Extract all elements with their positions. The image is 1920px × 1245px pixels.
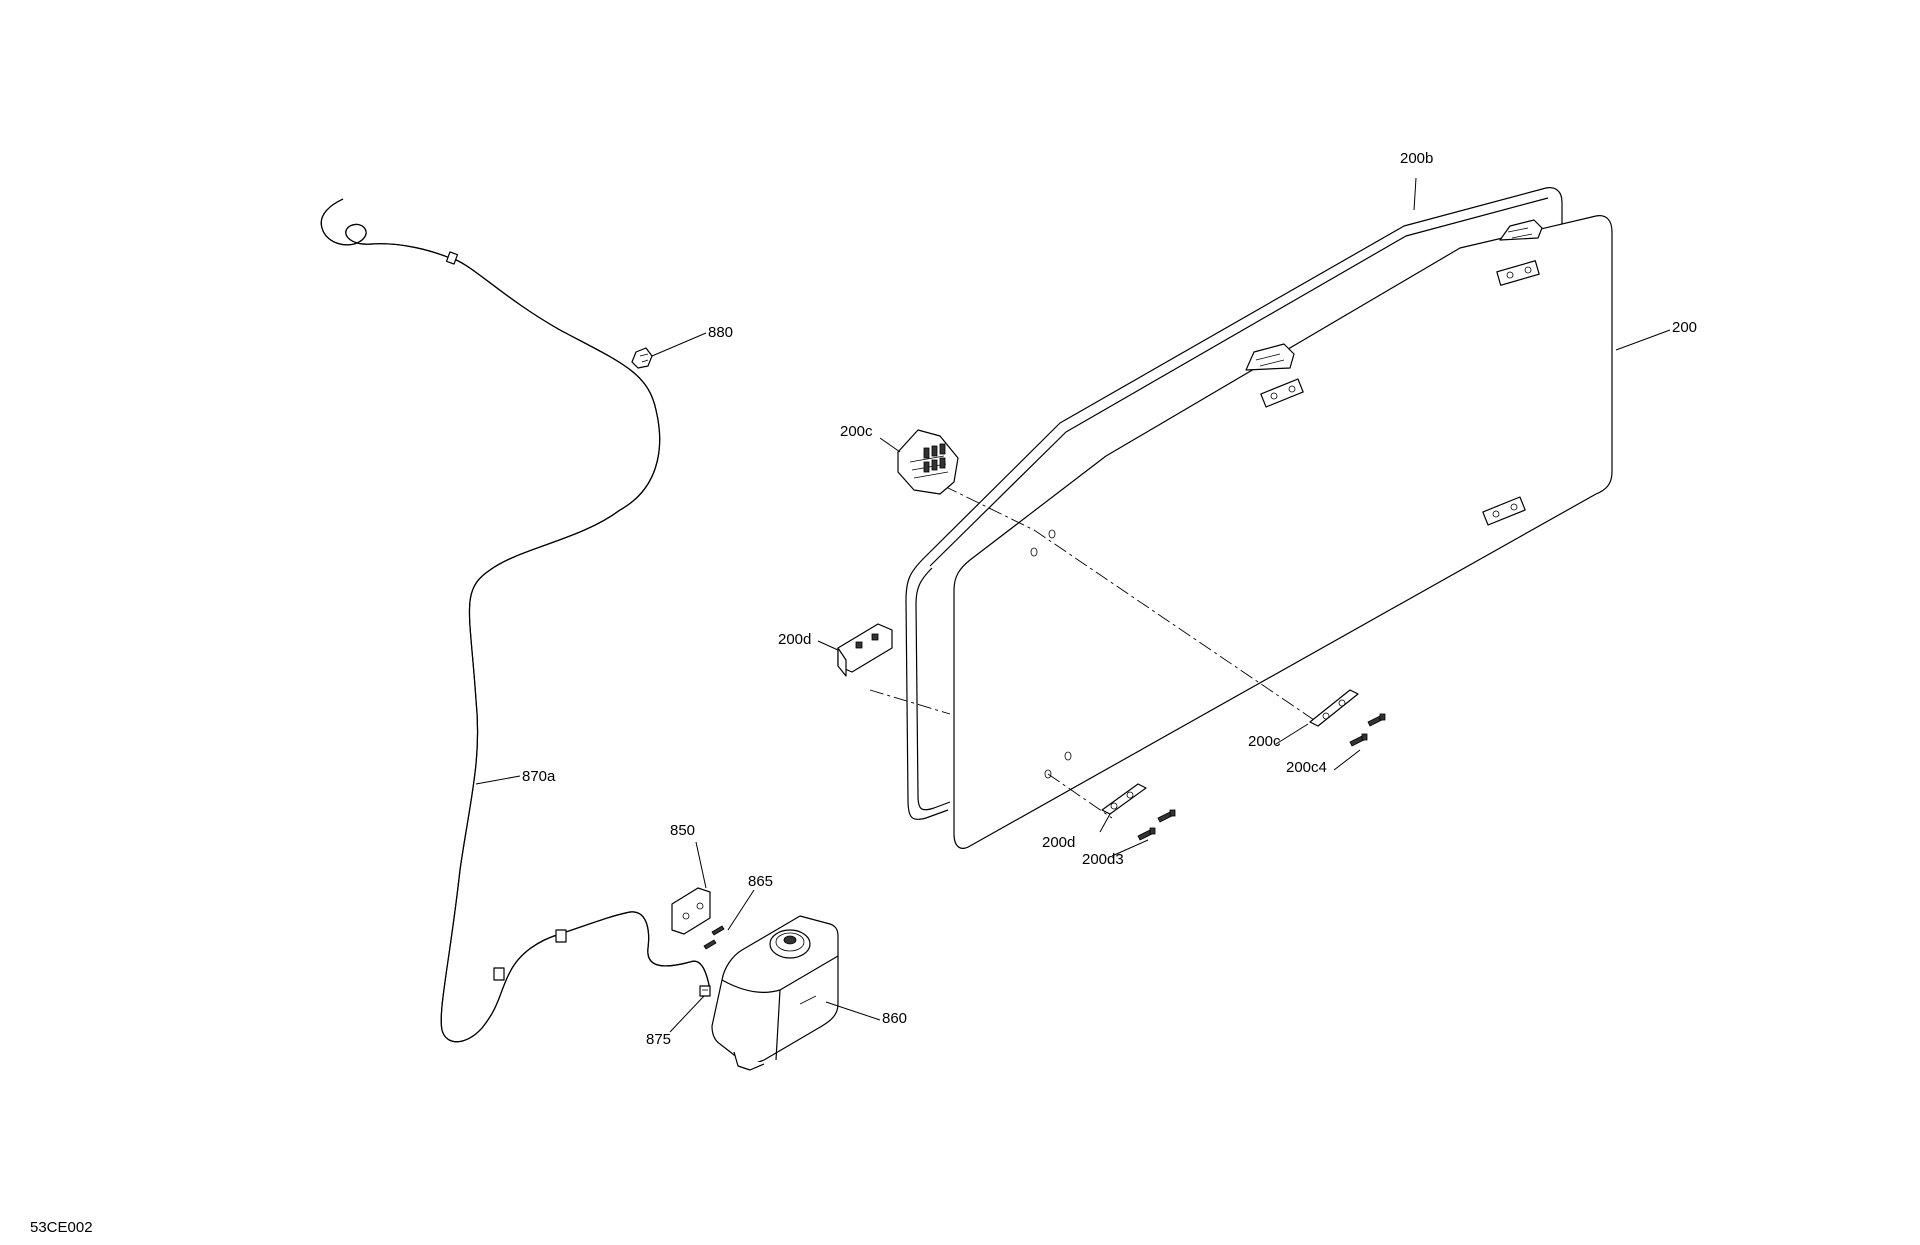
- rear-window-panel: [905, 187, 1613, 849]
- callout-200d-left: 200d: [778, 631, 811, 648]
- assembly-centerlines: [869, 485, 1321, 819]
- callout-200d-bottom: 200d: [1042, 834, 1075, 851]
- bracket-200d: [837, 623, 893, 677]
- callout-200d3: 200d3: [1082, 851, 1124, 868]
- plate-200d: [1101, 783, 1147, 815]
- screws-200d3: [1137, 809, 1176, 841]
- screws-200c4: [1349, 713, 1386, 747]
- hose-fitting-875: [699, 985, 711, 997]
- callout-870a: 870a: [522, 768, 556, 785]
- hose-clip-880: [631, 347, 653, 369]
- callout-875: 875: [646, 1031, 671, 1048]
- latch-200c: [897, 429, 959, 495]
- callout-200b: 200b: [1400, 150, 1433, 167]
- callout-850: 850: [670, 822, 695, 839]
- callout-200c4: 200c4: [1286, 759, 1327, 776]
- callout-860: 860: [882, 1010, 907, 1027]
- washer-reservoir-860: [711, 915, 839, 1071]
- washer-hose: [320, 198, 711, 1043]
- screws-865: [703, 925, 725, 950]
- callout-200c-top: 200c: [840, 423, 873, 440]
- reservoir-bracket-850: [671, 887, 711, 935]
- callout-865: 865: [748, 873, 773, 890]
- drawing-reference-code: 53CE002: [30, 1219, 93, 1236]
- callout-200c-bottom: 200c: [1248, 733, 1281, 750]
- plate-200c: [1309, 689, 1359, 727]
- callout-880: 880: [708, 324, 733, 341]
- callout-200: 200: [1672, 319, 1697, 336]
- leader-lines: [475, 177, 1671, 1033]
